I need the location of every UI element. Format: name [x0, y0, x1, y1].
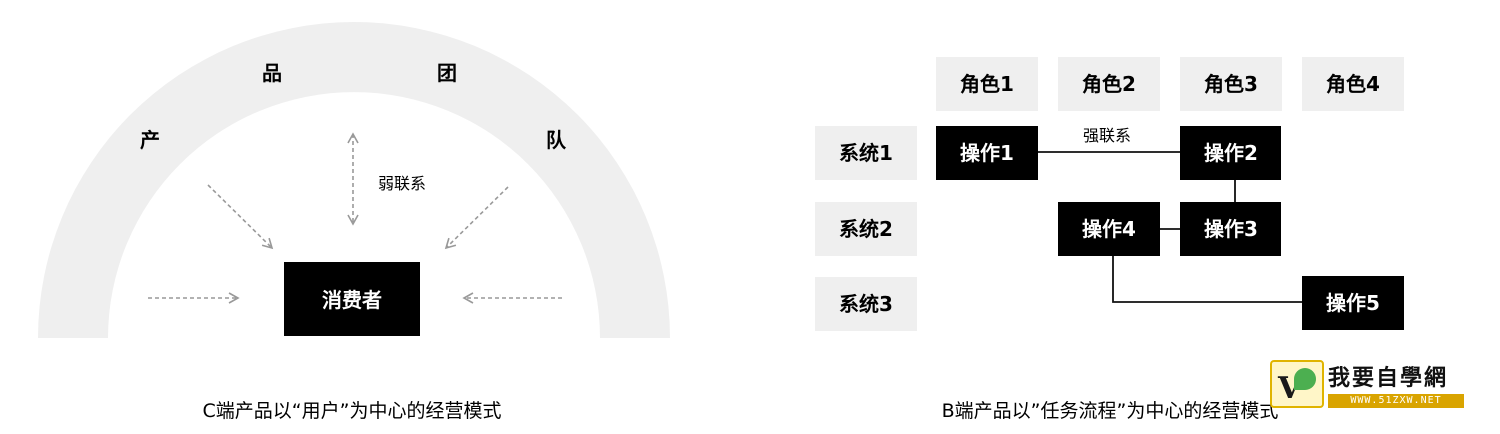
role-label-3: 角色3 — [1204, 72, 1258, 96]
team-char-2: 品 — [262, 61, 282, 85]
op-box-4 — [1058, 202, 1160, 256]
op-label-4: 操作4 — [1082, 217, 1136, 241]
system-label-3: 系统3 — [839, 292, 893, 316]
system-label-2: 系统2 — [839, 217, 893, 241]
op-box-1 — [936, 126, 1038, 180]
left-diagram: 产 品 团 队 弱联系 消费者 C端产品以“用户”为中心的经营模式 — [38, 22, 670, 422]
leaf-shape — [1294, 368, 1316, 390]
arrow-upper-left — [207, 184, 274, 250]
weak-link-label: 弱联系 — [378, 174, 426, 193]
role-box-4 — [1302, 57, 1404, 111]
watermark-url: WWW.51ZXW.NET — [1328, 394, 1464, 408]
team-char-4: 队 — [546, 128, 567, 152]
strong-link-label: 强联系 — [1083, 126, 1131, 145]
op-box-3 — [1180, 202, 1281, 256]
system-label-1: 系统1 — [839, 141, 893, 165]
system-box-2 — [815, 202, 917, 256]
v-leaf-logo-icon: V — [1270, 360, 1324, 408]
watermark: V 我要自學網 WWW.51ZXW.NET — [1270, 356, 1466, 412]
consumer-label: 消费者 — [322, 288, 382, 312]
op-box-2 — [1180, 126, 1281, 180]
op-label-2: 操作2 — [1204, 141, 1258, 165]
op-label-1: 操作1 — [960, 141, 1014, 165]
role-label-1: 角色1 — [960, 72, 1014, 96]
consumer-box — [284, 262, 420, 336]
role-box-3 — [1180, 57, 1282, 111]
team-char-3: 团 — [437, 61, 457, 85]
arrow-upper-right — [444, 186, 509, 250]
left-caption: C端产品以“用户”为中心的经营模式 — [203, 400, 502, 422]
right-diagram: 角色1 角色2 角色3 角色4 系统1 系统2 系统3 强联系 操作1 操作2 … — [815, 57, 1404, 422]
team-char-1: 产 — [140, 128, 160, 152]
team-arc — [38, 22, 670, 338]
role-label-2: 角色2 — [1082, 72, 1136, 96]
connector-op4-op5 — [1112, 256, 1302, 303]
role-box-1 — [936, 57, 1038, 111]
op-label-3: 操作3 — [1204, 217, 1258, 241]
watermark-title: 我要自學網 — [1328, 366, 1449, 391]
right-caption: B端产品以”任务流程”为中心的经营模式 — [942, 400, 1279, 422]
role-box-2 — [1058, 57, 1160, 111]
system-box-1 — [815, 126, 917, 180]
op-box-5 — [1302, 276, 1404, 330]
role-label-4: 角色4 — [1326, 72, 1380, 96]
system-box-3 — [815, 277, 917, 331]
op-label-5: 操作5 — [1326, 291, 1380, 315]
